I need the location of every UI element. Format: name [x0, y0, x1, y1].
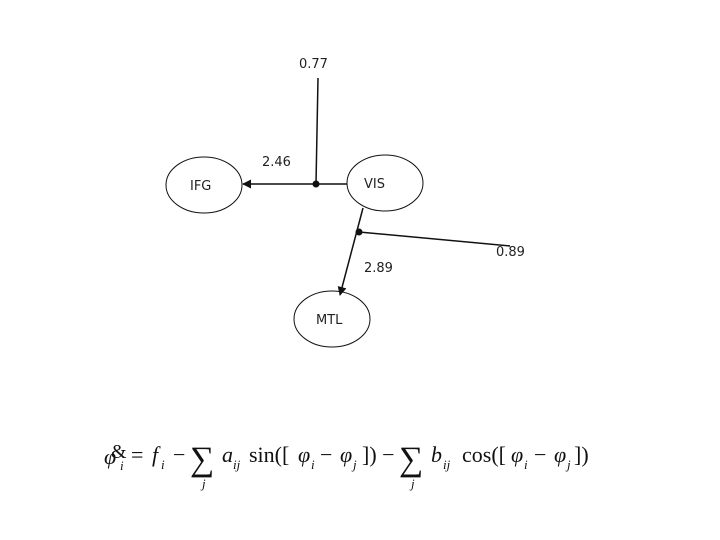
eq-minus-1: −: [173, 442, 185, 467]
eq-phi-4: φ: [554, 442, 566, 467]
equation: φ & i = f i − ∑ j a ij sin([ φ i − φ j ]…: [104, 441, 589, 491]
eq-close-minus: ]) −: [362, 442, 395, 467]
eq-a: a: [222, 442, 233, 467]
edge-top-input: [315, 77, 319, 185]
weight-vis-to-ifg: 2.46: [262, 155, 291, 170]
eq-sin-open: sin([: [249, 442, 289, 467]
node-mtl-label: MTL: [316, 313, 343, 328]
eq-cos-open: cos([: [462, 442, 506, 467]
eq-sub-j-phi-4: j: [565, 457, 571, 472]
node-ifg-label: IFG: [190, 179, 211, 194]
eq-equals: =: [131, 442, 143, 467]
eq-sigma-2: ∑: [399, 441, 423, 478]
edge-right-input: [358, 231, 511, 247]
eq-sub-ij-a: ij: [233, 457, 241, 472]
weight-right-input: 0.89: [496, 245, 525, 260]
node-vis-shape: [346, 154, 424, 212]
eq-minus-3: −: [534, 442, 546, 467]
node-ifg-shape: [165, 156, 243, 214]
eq-close: ]): [574, 442, 589, 467]
eq-sigma-1: ∑: [190, 441, 214, 478]
eq-sub-i-phi-3: i: [524, 457, 528, 472]
eq-sub-i-f: i: [161, 457, 165, 472]
eq-sub-ij-b: ij: [443, 457, 451, 472]
eq-sub-j-sigma-1: j: [200, 476, 206, 491]
eq-sub-i-phi-1: i: [311, 457, 315, 472]
eq-sub-j-phi-2: j: [351, 457, 357, 472]
weight-top-input: 0.77: [299, 57, 328, 72]
eq-f: f: [152, 442, 161, 467]
eq-dot-mark: &: [111, 441, 127, 463]
eq-phi-3: φ: [511, 442, 523, 467]
node-mtl-shape: [293, 290, 371, 348]
node-vis-label: VIS: [364, 177, 385, 192]
weight-vis-to-mtl: 2.89: [364, 261, 393, 276]
node-ifg: IFG: [165, 156, 243, 214]
eq-phi-lhs: φ: [104, 444, 116, 469]
eq-b: b: [431, 442, 442, 467]
eq-sub-j-sigma-2: j: [409, 476, 415, 491]
eq-phi-2: φ: [340, 442, 352, 467]
eq-sub-i-lhs: i: [120, 458, 124, 473]
node-vis: VIS: [346, 154, 424, 212]
edge-vis-to-mtl: [337, 207, 364, 296]
eq-minus-2: −: [320, 442, 332, 467]
eq-phi-1: φ: [298, 442, 310, 467]
node-mtl: MTL: [293, 290, 371, 348]
